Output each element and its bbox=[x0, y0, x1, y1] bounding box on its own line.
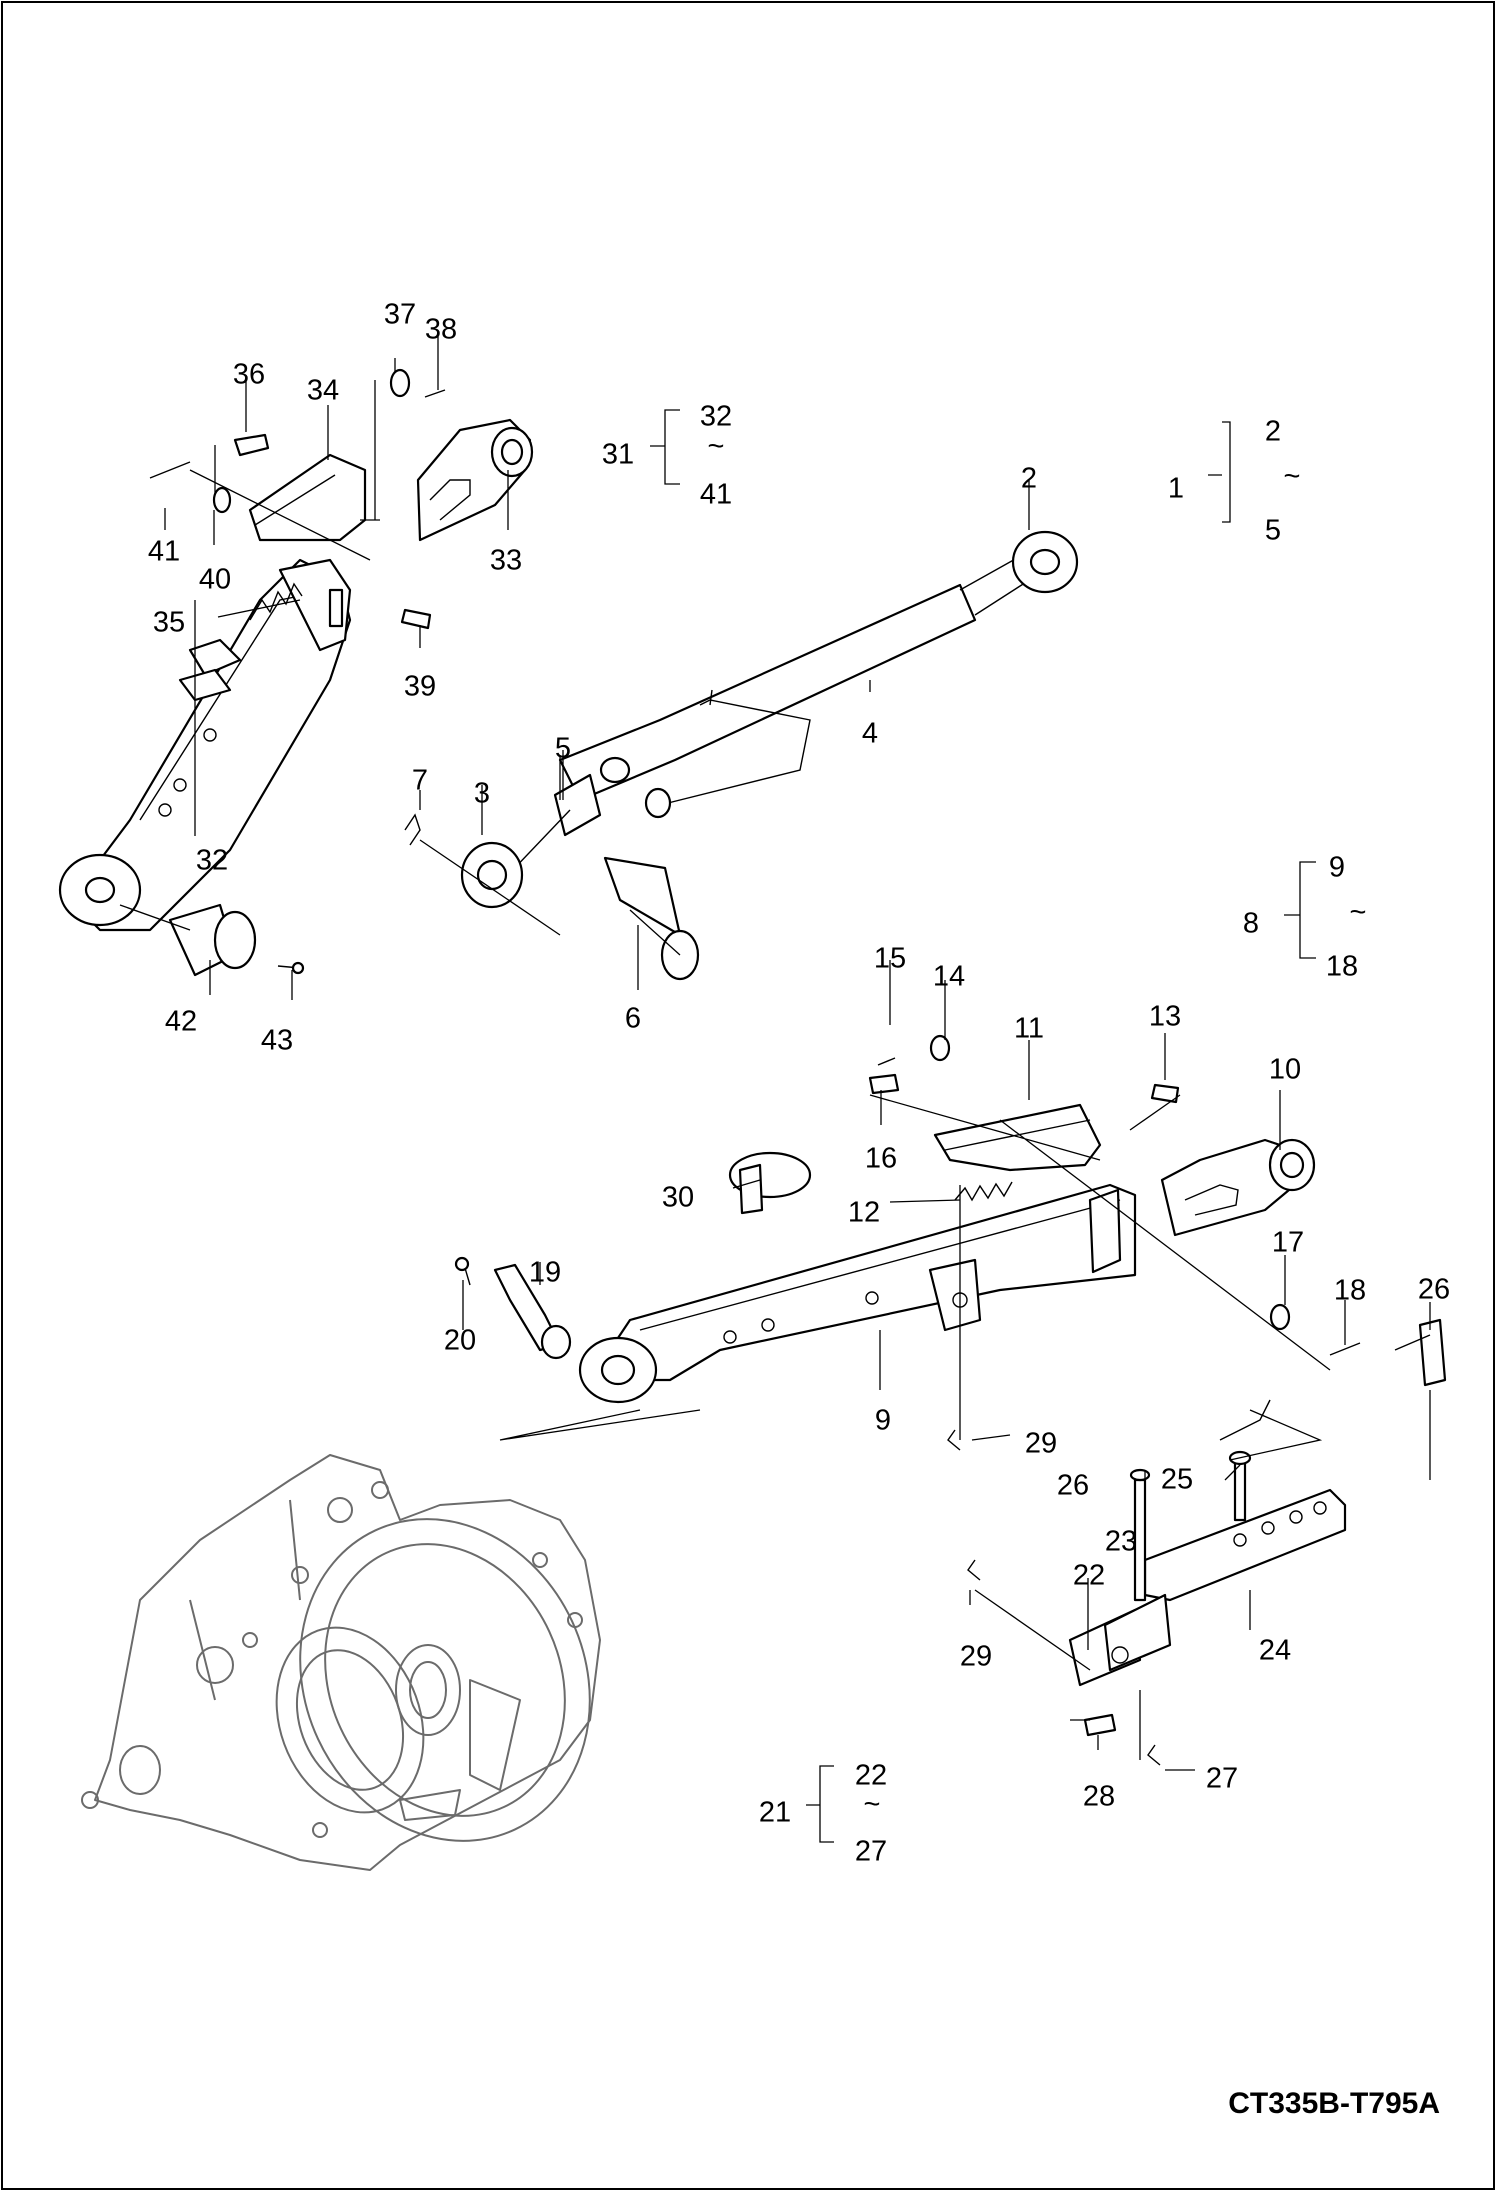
callout-29: 29 bbox=[960, 1641, 992, 1673]
callout-33: 33 bbox=[490, 545, 522, 577]
callout-9: 9 bbox=[875, 1405, 891, 1437]
group-31-from: 32 bbox=[700, 401, 732, 433]
callout-21: 21 bbox=[759, 1797, 791, 1829]
callout-41: 41 bbox=[148, 536, 180, 568]
callout-13: 13 bbox=[1149, 1001, 1181, 1033]
callout-35: 35 bbox=[153, 607, 185, 639]
group-8-to: 18 bbox=[1326, 951, 1358, 983]
callout-32: 32 bbox=[196, 845, 228, 877]
transmission-housing bbox=[81, 1454, 601, 1871]
callout-34: 34 bbox=[307, 375, 339, 407]
check-block-33 bbox=[416, 418, 534, 542]
callout-19: 19 bbox=[529, 1257, 561, 1289]
top-link-assembly bbox=[404, 530, 1079, 981]
callout-14: 14 bbox=[933, 961, 965, 993]
group-8-from: 9 bbox=[1329, 852, 1345, 884]
group-1-range-mark: ~ bbox=[1284, 461, 1301, 493]
callout-40: 40 bbox=[199, 564, 231, 596]
callout-36: 36 bbox=[233, 359, 265, 391]
callout-27: 27 bbox=[1206, 1763, 1238, 1795]
callout-20: 20 bbox=[444, 1325, 476, 1357]
right-lower-link-assembly bbox=[454, 1034, 1361, 1441]
callout-38: 38 bbox=[425, 314, 457, 346]
callout-17: 17 bbox=[1272, 1227, 1304, 1259]
group-1-from: 2 bbox=[1265, 416, 1281, 448]
drawbar-assembly bbox=[947, 1318, 1447, 1766]
callout-4: 4 bbox=[862, 718, 878, 750]
callout-29-repeat: 29 bbox=[1025, 1428, 1057, 1460]
callout-10: 10 bbox=[1269, 1054, 1301, 1086]
callout-23: 23 bbox=[1105, 1526, 1137, 1558]
callout-8: 8 bbox=[1243, 908, 1259, 940]
check-block-10 bbox=[1160, 1138, 1316, 1237]
callout-39: 39 bbox=[404, 671, 436, 703]
callout-18: 18 bbox=[1334, 1275, 1366, 1307]
callout-25: 25 bbox=[1161, 1464, 1193, 1496]
callout-26-repeat: 26 bbox=[1418, 1274, 1450, 1306]
group-21-range-mark: ~ bbox=[864, 1789, 881, 1821]
callout-30: 30 bbox=[662, 1182, 694, 1214]
callout-2: 2 bbox=[1021, 463, 1037, 495]
callout-12: 12 bbox=[848, 1197, 880, 1229]
drawing-code: CT335B-T795A bbox=[1228, 2087, 1440, 2120]
callout-labels: 1234567891011121314151617181920212223242… bbox=[148, 299, 1450, 1868]
group-31-range-mark: ~ bbox=[708, 431, 725, 463]
callout-7: 7 bbox=[412, 765, 428, 797]
group-31-to: 41 bbox=[700, 479, 732, 511]
callout-26: 26 bbox=[1057, 1470, 1089, 1502]
group-brackets bbox=[650, 409, 1316, 1843]
callout-11: 11 bbox=[1014, 1013, 1044, 1045]
callout-6: 6 bbox=[625, 1003, 641, 1035]
group-1-to: 5 bbox=[1265, 515, 1281, 547]
callout-28: 28 bbox=[1083, 1781, 1115, 1813]
callout-leaders bbox=[164, 330, 1431, 1771]
group-21-to: 27 bbox=[855, 1836, 887, 1868]
callout-22: 22 bbox=[1073, 1560, 1105, 1592]
callout-42: 42 bbox=[165, 1006, 197, 1038]
left-lower-link-assembly bbox=[58, 368, 446, 977]
callout-31: 31 bbox=[602, 439, 634, 471]
callout-16: 16 bbox=[865, 1143, 897, 1175]
group-21-from: 22 bbox=[855, 1760, 887, 1792]
callout-37: 37 bbox=[384, 299, 416, 331]
callout-5: 5 bbox=[555, 733, 571, 765]
callout-24: 24 bbox=[1259, 1635, 1291, 1667]
group-8-range-mark: ~ bbox=[1350, 897, 1367, 929]
callout-15: 15 bbox=[874, 943, 906, 975]
callout-3: 3 bbox=[474, 778, 490, 810]
callout-1: 1 bbox=[1168, 473, 1184, 505]
callout-43: 43 bbox=[261, 1025, 293, 1057]
